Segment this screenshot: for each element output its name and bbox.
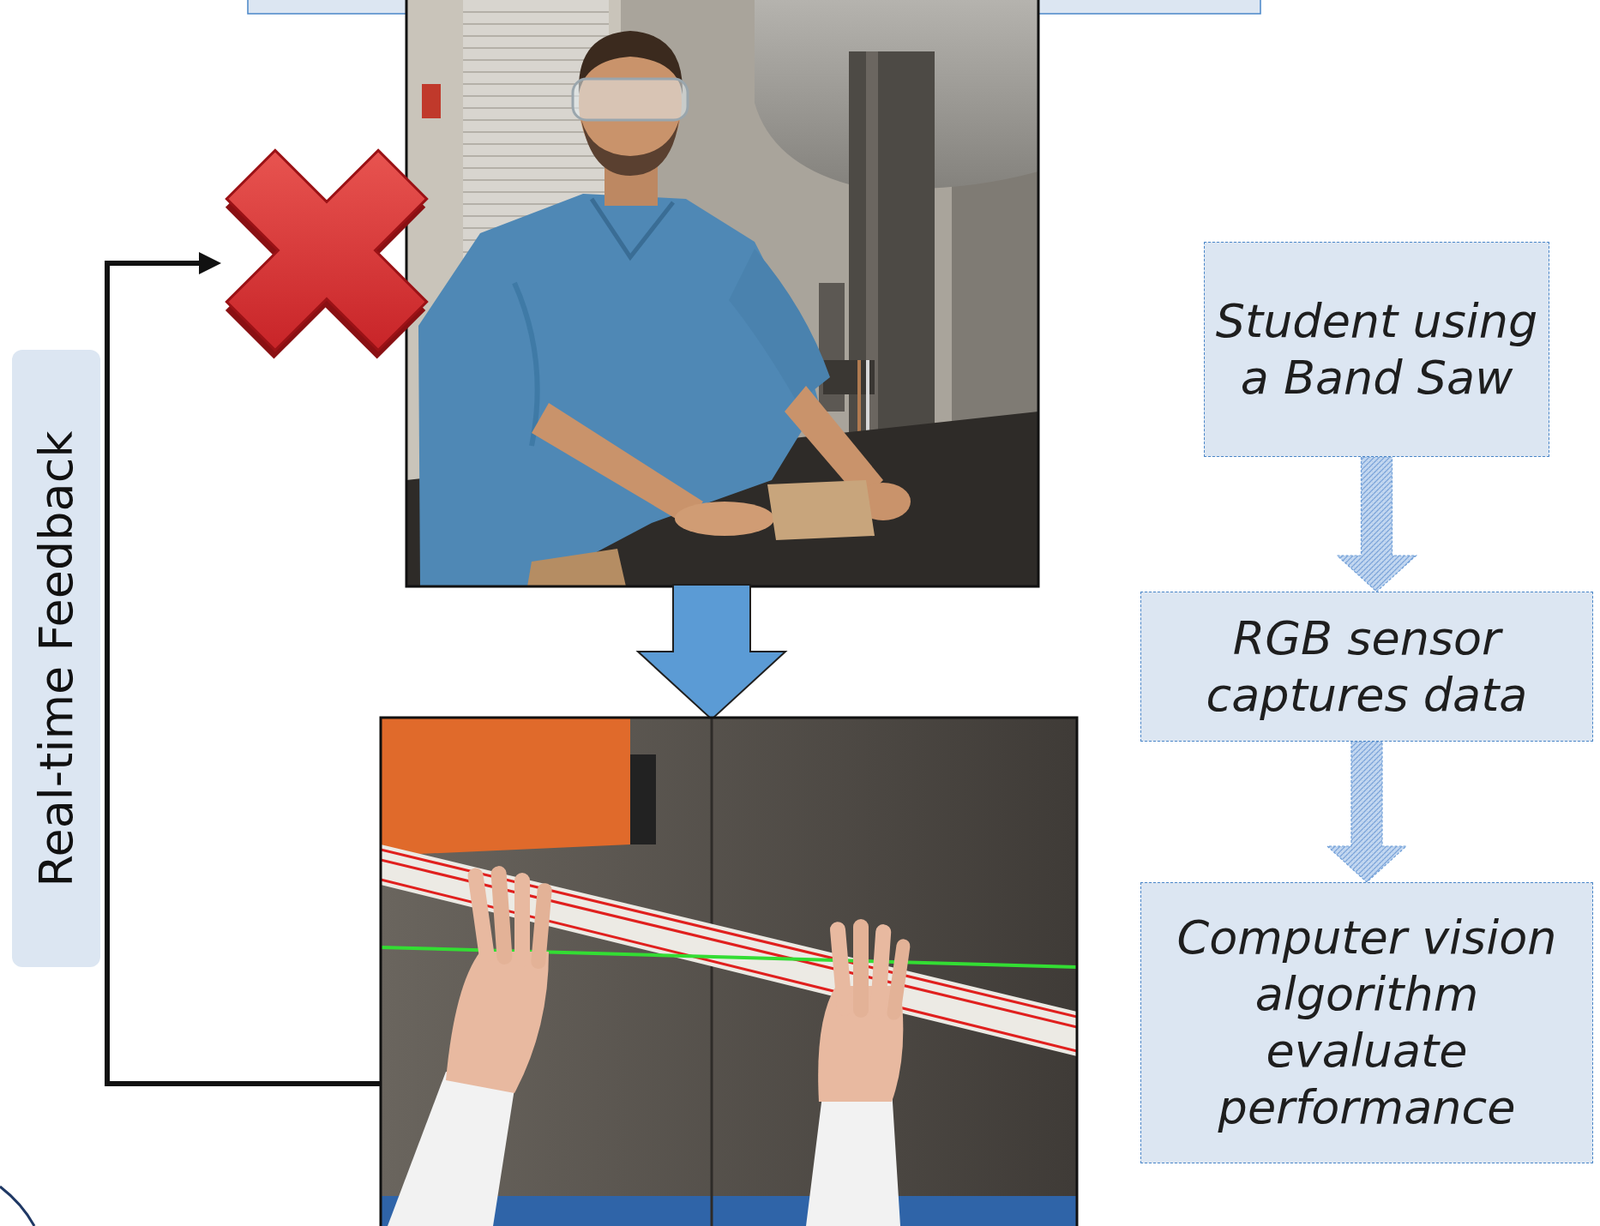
step-text: RGB sensor captures data (1151, 610, 1582, 724)
band-saw-photo (463, 191, 609, 193)
camera-view-photo (380, 717, 631, 856)
frame-arc (0, 1186, 35, 1226)
process-box: RGB sensor captures data (1140, 591, 1594, 742)
camera-view-photo (387, 1071, 515, 1226)
error-cross (170, 98, 482, 410)
process-box: Computer vision algorithm evaluate perfo… (1140, 882, 1594, 1164)
band-saw-photo (463, 167, 609, 169)
band-saw-photo (463, 47, 609, 49)
band-saw-photo (406, 0, 1039, 587)
band-saw-photo (463, 11, 609, 13)
camera-view-photo (806, 1088, 901, 1226)
camera-view-photo (630, 754, 656, 845)
camera-view-photo (514, 872, 530, 968)
band-saw-photo (581, 120, 680, 176)
band-saw-photo (527, 548, 626, 587)
band-saw-photo (728, 248, 831, 404)
band-saw-photo (418, 193, 819, 587)
band-saw-photo (531, 403, 704, 525)
band-saw-photo (514, 282, 538, 446)
band-saw-photo (463, 35, 609, 37)
camera-view-photo (710, 717, 714, 1226)
band-saw-photo (421, 84, 441, 119)
photo-frame (406, 0, 1039, 587)
camera-view-photo (853, 919, 869, 1018)
camera-view-photo (829, 920, 854, 1017)
flow-arrow (637, 584, 786, 720)
camera-view-photo (885, 938, 911, 1021)
feedback-line (107, 263, 381, 1084)
step-text: Computer vision algorithm evaluate perfo… (1151, 909, 1582, 1137)
flow-arrow (1327, 741, 1407, 883)
feedback-band: Real-time Feedback (12, 349, 101, 968)
camera-view-photo (530, 882, 554, 969)
band-saw-photo (572, 78, 688, 121)
flow-arrow (1337, 457, 1417, 592)
step-text: Student using a Band Saw (1215, 293, 1539, 407)
camera-view-photo (380, 717, 1077, 1226)
band-saw-photo (767, 480, 875, 541)
process-box: Student using a Band Saw (1203, 241, 1550, 458)
camera-view-photo (380, 717, 1077, 1226)
band-saw-photo (591, 198, 674, 258)
band-saw-photo (406, 0, 1039, 587)
camera-view-photo (490, 866, 513, 966)
feedback-arrowhead (198, 252, 222, 275)
photo-frame (380, 717, 1077, 1226)
band-saw-photo (463, 155, 609, 157)
band-saw-photo (463, 143, 609, 145)
error-cross (174, 98, 479, 403)
camera-view-photo (445, 951, 549, 1094)
side-label: Real-time Feedback (29, 430, 84, 887)
band-saw-photo (463, 179, 609, 181)
band-saw-photo (674, 501, 775, 536)
band-saw-photo (463, 23, 609, 25)
camera-view-photo (466, 866, 495, 963)
